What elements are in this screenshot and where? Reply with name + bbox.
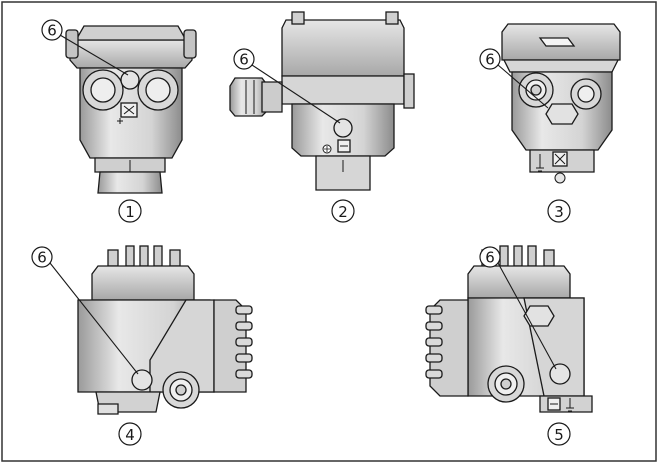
svg-text:3: 3: [554, 203, 564, 221]
housing-label-3: 3: [547, 199, 571, 223]
svg-text:6: 6: [37, 249, 47, 267]
callout-6-housing-2: 6: [233, 48, 341, 124]
svg-text:5: 5: [554, 426, 564, 444]
housing-label-1: 1: [118, 199, 142, 223]
callout-6-housing-5: 6: [479, 246, 557, 370]
callout-6-housing-3: 6: [479, 48, 549, 109]
svg-text:6: 6: [239, 51, 249, 69]
svg-text:6: 6: [47, 22, 57, 40]
housing-3-drawing: [501, 23, 621, 184]
housing-label-2: 2: [331, 199, 355, 223]
svg-text:4: 4: [125, 426, 135, 444]
housing-5-drawing: [425, 245, 593, 413]
housing-1-drawing: [65, 25, 197, 194]
svg-text:1: 1: [125, 203, 135, 221]
svg-text:2: 2: [338, 203, 348, 221]
svg-text:6: 6: [485, 249, 495, 267]
housing-label-4: 4: [118, 422, 142, 446]
callout-6-housing-4: 6: [31, 246, 139, 375]
housing-4-drawing: [77, 245, 253, 415]
callout-6-housing-1: 6: [41, 19, 129, 76]
housing-label-5: 5: [547, 422, 571, 446]
housing-2-drawing: [229, 11, 415, 191]
svg-text:6: 6: [485, 51, 495, 69]
